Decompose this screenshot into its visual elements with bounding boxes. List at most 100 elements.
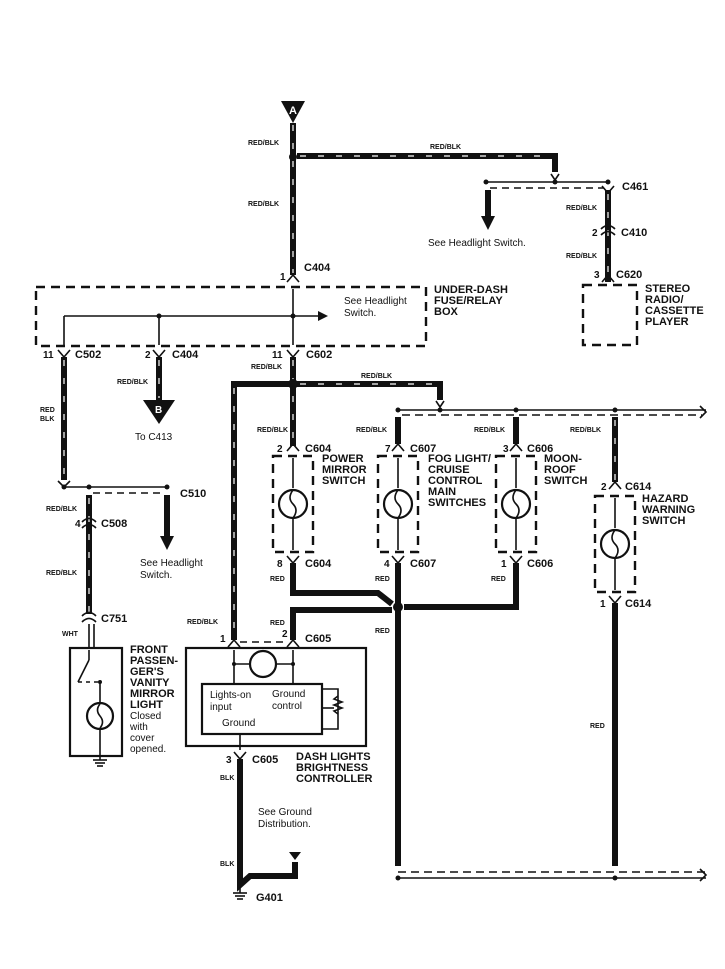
vanity-note: Closed with cover opened.: [129, 711, 166, 755]
wire-label: RED: [375, 628, 390, 635]
connector-c461: C461: [622, 181, 648, 193]
wire-label: RED: [270, 576, 285, 583]
connector-c410: C410: [621, 227, 647, 239]
wire-headlight-c510: [160, 495, 174, 550]
see-ground-note: See Ground Distribution.: [258, 807, 312, 830]
svg-text:STEREO: STEREO: [645, 283, 691, 295]
connector-c404-b: C404: [172, 349, 199, 361]
splice-top: [289, 153, 297, 161]
svg-text:opened.: opened.: [130, 744, 166, 755]
moonroof-label: MOON- ROOF SWITCH: [544, 453, 587, 487]
svg-text:CONTROLLER: CONTROLLER: [296, 773, 372, 785]
pin-number: 4: [75, 519, 81, 530]
connector-c606-bot: C606: [527, 558, 553, 570]
connector-c614-top: C614: [625, 481, 652, 493]
svg-text:MAIN: MAIN: [428, 486, 456, 498]
pin-number: 1: [600, 599, 606, 610]
ground-icon: [93, 756, 107, 767]
wire-to-controller-pin1: [231, 381, 290, 640]
wire-label: RED/BLK: [566, 205, 597, 212]
see-headlight-c510-note: See Headlight Switch.: [140, 558, 203, 581]
wire-label: RED/BLK: [187, 619, 218, 626]
svg-text:Distribution.: Distribution.: [258, 819, 311, 830]
wire-label: BLK: [220, 775, 234, 782]
pin-number: 3: [226, 755, 232, 766]
pin-number: 2: [277, 444, 283, 455]
svg-text:BRIGHTNESS: BRIGHTNESS: [296, 762, 368, 774]
svg-text:FOG LIGHT/: FOG LIGHT/: [428, 453, 491, 465]
wire-label: RED/BLK: [356, 427, 387, 434]
wire-label: RED/BLK: [46, 570, 77, 577]
wire-label: RED: [375, 576, 390, 583]
offpage-connector-b: B: [143, 400, 175, 424]
pin-number: 7: [385, 444, 391, 455]
fuse-relay-box: [34, 285, 428, 348]
connector-a-label: A: [289, 105, 297, 117]
svg-text:SWITCH: SWITCH: [544, 475, 587, 487]
splice-red: [393, 602, 403, 612]
pin-number: 8: [277, 559, 283, 570]
pin-number: 11: [43, 350, 54, 361]
wire-label: RED/BLK: [248, 201, 279, 208]
hazard-warning-switch: [593, 494, 637, 594]
controller-inner-labels: Lights-on input Ground control Ground: [210, 689, 305, 729]
wire-label: RED/BLK: [257, 427, 288, 434]
svg-text:Switch.: Switch.: [140, 570, 172, 581]
svg-text:Ground: Ground: [272, 689, 305, 700]
svg-text:PASSEN-: PASSEN-: [130, 655, 178, 667]
wire-label: RED: [590, 723, 605, 730]
stereo-component-box: [581, 283, 639, 347]
svg-text:Closed: Closed: [130, 711, 161, 722]
svg-text:FUSE/RELAY: FUSE/RELAY: [434, 295, 503, 307]
connector-c410-symbol: [600, 224, 616, 236]
power-mirror-label: POWER MIRROR SWITCH: [322, 453, 367, 487]
svg-text:MIRROR: MIRROR: [130, 688, 175, 700]
wire-label: RED: [491, 576, 506, 583]
svg-text:ROOF: ROOF: [544, 464, 576, 476]
connector-c508-symbol: [81, 517, 97, 529]
connector-c751: C751: [101, 613, 127, 625]
fog-cruise-switch: [376, 454, 420, 554]
svg-text:B: B: [155, 405, 162, 416]
pin-number: 3: [503, 444, 509, 455]
wire-ground-g401: [237, 759, 301, 892]
svg-text:DASH LIGHTS: DASH LIGHTS: [296, 751, 371, 763]
svg-text:See Ground: See Ground: [258, 807, 312, 818]
connector-c620: C620: [616, 269, 642, 281]
vanity-mirror-light: [68, 646, 124, 758]
offpage-connector-a: A: [281, 101, 305, 123]
svg-text:Switch.: Switch.: [344, 308, 376, 319]
ground-icon: [233, 887, 247, 900]
dash-lights-controller: [184, 646, 368, 750]
svg-text:BOX: BOX: [434, 306, 459, 318]
hazard-label: HAZARD WARNING SWITCH: [642, 493, 695, 527]
svg-text:RADIO/: RADIO/: [645, 294, 684, 306]
wire-label: RED/BLK: [474, 427, 505, 434]
svg-text:control: control: [272, 701, 302, 712]
wire-label: RED: [40, 407, 55, 414]
svg-text:SWITCH: SWITCH: [642, 515, 685, 527]
svg-text:GER'S: GER'S: [130, 666, 164, 678]
svg-text:Ground: Ground: [222, 718, 255, 729]
wire-label: RED/BLK: [361, 373, 392, 380]
wire-label: RED/BLK: [46, 506, 77, 513]
svg-text:input: input: [210, 702, 232, 713]
connector-c751-symbol: [81, 611, 97, 623]
fog-cruise-label: FOG LIGHT/ CRUISE CONTROL MAIN SWITCHES: [428, 453, 491, 509]
pin-number: 2: [145, 350, 151, 361]
fuse-box-label: UNDER-DASH FUSE/RELAY BOX: [434, 284, 508, 318]
pin-number: 1: [220, 634, 226, 645]
svg-text:POWER: POWER: [322, 453, 364, 465]
svg-text:cover: cover: [130, 733, 155, 744]
svg-text:SWITCH: SWITCH: [322, 475, 365, 487]
svg-text:MIRROR: MIRROR: [322, 464, 367, 476]
pin-number: 1: [280, 272, 286, 283]
pin-number: 4: [384, 559, 390, 570]
potentiometer-icon: [331, 695, 345, 715]
svg-text:WARNING: WARNING: [642, 504, 695, 516]
connector-c605-top: C605: [305, 633, 331, 645]
svg-text:with: with: [129, 722, 148, 733]
wire-label: RED/BLK: [248, 140, 279, 147]
svg-text:LIGHT: LIGHT: [130, 699, 163, 711]
